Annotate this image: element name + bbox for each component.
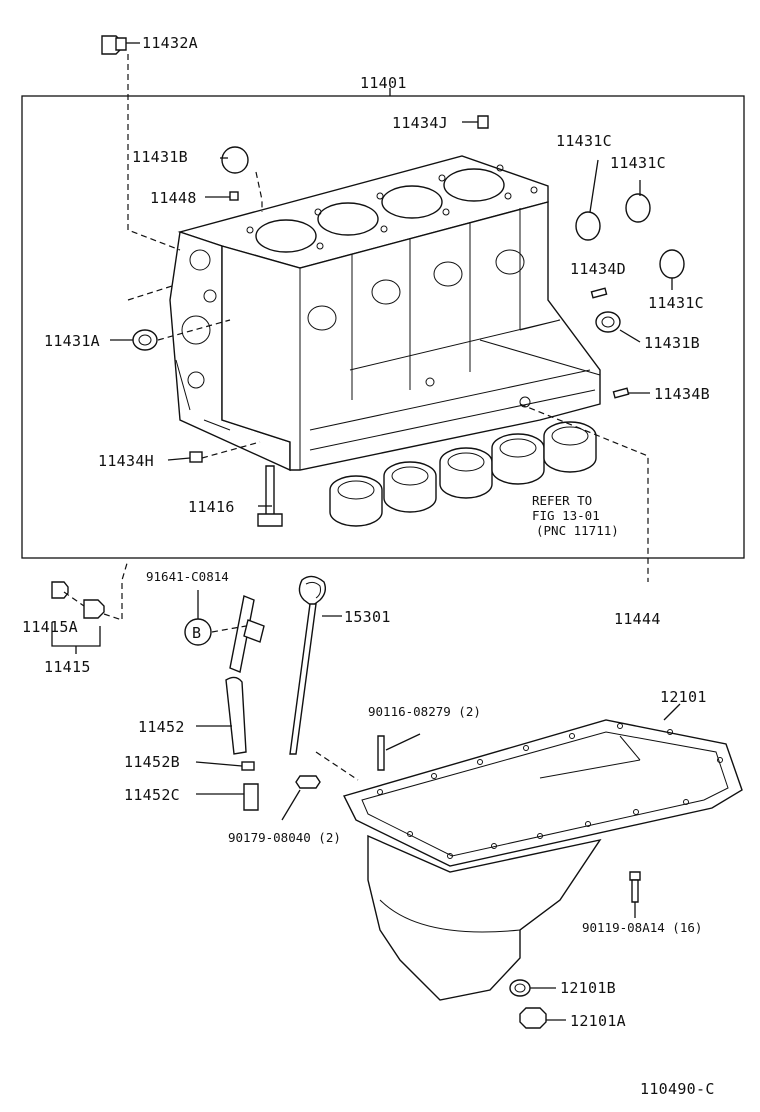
- label-11452B: 11452B: [124, 753, 180, 771]
- cylinder-block: [169, 155, 601, 472]
- label-11415: 11415: [44, 658, 91, 676]
- label-11444: 11444: [614, 610, 661, 628]
- label-90116-08279: 90116-08279 (2): [368, 704, 481, 719]
- label-91641-C0814: 91641-C0814: [146, 569, 229, 584]
- label-11431C-3: 11431C: [648, 294, 704, 312]
- label-11448: 11448: [150, 189, 197, 207]
- label-11431A: 11431A: [44, 332, 100, 350]
- label-90179-08040: 90179-08040 (2): [228, 830, 341, 845]
- label-refer-line3: (PNC 11711): [536, 523, 619, 538]
- block-small-parts: [132, 115, 685, 527]
- label-15301: 15301: [344, 608, 391, 626]
- label-11434J: 11434J: [392, 114, 448, 132]
- label-11431C-1: 11431C: [556, 132, 612, 150]
- label-refer-line2: FIG 13-01: [532, 508, 600, 523]
- label-11401: 11401: [360, 74, 407, 92]
- label-12101B: 12101B: [560, 979, 616, 997]
- label-11431B-top: 11431B: [132, 148, 188, 166]
- label-11434D: 11434D: [570, 260, 626, 278]
- oil-pan: [281, 703, 743, 1029]
- plug-11432A: [101, 35, 140, 55]
- dipstick: [289, 575, 342, 755]
- label-refer-line1: REFER TO: [532, 493, 592, 508]
- label-90119-08A14: 90119-08A14 (16): [582, 920, 702, 935]
- label-12101: 12101: [660, 688, 707, 706]
- label-11416: 11416: [188, 498, 235, 516]
- main-bearings: [329, 421, 597, 527]
- label-11452C: 11452C: [124, 786, 180, 804]
- part-labels: 11432A 11401 11434J 11431B 11448 11431C …: [22, 34, 715, 1098]
- label-12101A: 12101A: [570, 1012, 626, 1030]
- figure-id: 110490-C: [640, 1080, 715, 1098]
- label-11432A: 11432A: [142, 34, 198, 52]
- label-11452: 11452: [138, 718, 185, 736]
- label-11431C-2: 11431C: [610, 154, 666, 172]
- label-11434B: 11434B: [654, 385, 710, 403]
- engine-block-frame: [21, 95, 745, 559]
- oil-gauge-guide: [184, 590, 265, 811]
- plug-group-11415: [51, 559, 129, 654]
- label-11415A: 11415A: [22, 618, 78, 636]
- label-11431B-right: 11431B: [644, 334, 700, 352]
- label-b-callout: B: [192, 624, 201, 642]
- label-11434H: 11434H: [98, 452, 154, 470]
